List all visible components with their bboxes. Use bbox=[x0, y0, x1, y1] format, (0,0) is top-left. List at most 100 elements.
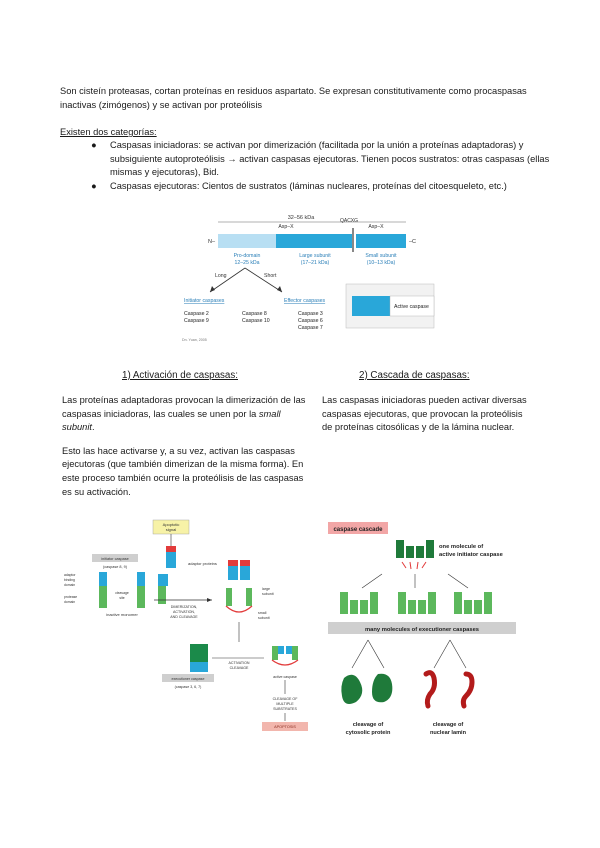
initiator-caspases-label: Initiator caspases bbox=[184, 298, 225, 304]
cytosolic-protein-fragment bbox=[341, 674, 363, 704]
effector-caspase-item: Caspase 3 bbox=[298, 311, 323, 317]
adaptor-proteins-label: adaptor proteins bbox=[188, 561, 217, 566]
nuclear-cleavage-label: nuclear lamin bbox=[430, 730, 467, 736]
cytosolic-cleavage-label: cleavage of bbox=[353, 722, 384, 728]
activation-paragraph-2: Esto las hace activarse y, a su vez, act… bbox=[62, 445, 304, 497]
dimerization-label: ACTIVATION, bbox=[173, 610, 195, 614]
protease-domain-label: protease bbox=[64, 595, 77, 599]
apoptotic-signal-label: signal bbox=[166, 527, 177, 532]
adaptor-domain-label: adaptor bbox=[64, 573, 76, 577]
prodomain-label: Pro-domain bbox=[234, 253, 261, 259]
short-arrow bbox=[244, 267, 283, 293]
active-caspase-label: Active caspase bbox=[394, 304, 429, 310]
asp-x-label: Asp–X bbox=[278, 224, 294, 230]
initiator-caspase-item: Caspase 8 bbox=[242, 311, 267, 317]
cascade-paragraph: Las caspasas iniciadoras pueden activar … bbox=[322, 395, 527, 433]
large-subunit-size: (17–21 kDa) bbox=[301, 260, 330, 266]
long-label: Long bbox=[215, 273, 227, 279]
c-terminus-label: –C bbox=[409, 239, 416, 245]
apoptosis-label: APOPTOSIS bbox=[274, 725, 296, 729]
dimerization-label: DIMERIZATION, bbox=[171, 605, 198, 609]
caspase-activation-figure: Apoptotic signal adaptor proteins initia… bbox=[64, 519, 308, 731]
executioner-caspase-label: executioner caspase bbox=[172, 677, 205, 681]
activation-text: Las proteínas adaptadoras provocan la di… bbox=[62, 394, 310, 509]
list-item-text: Caspasas iniciadoras: se activan por dim… bbox=[110, 140, 550, 178]
executioner-caspase-dimer bbox=[454, 592, 492, 614]
initiator-caspase-label: initiator caspase bbox=[101, 557, 128, 561]
activation-paragraph-1: Las proteínas adaptadoras provocan la di… bbox=[62, 395, 306, 433]
list-item-text: Caspasas ejecutoras: Cientos de sustrato… bbox=[110, 180, 507, 191]
initiator-caspase-box bbox=[92, 554, 138, 562]
initiator-caspase-item: Caspase 9 bbox=[184, 318, 209, 324]
intro-paragraph: Son cisteín proteasas, cortan proteínas … bbox=[60, 86, 527, 110]
many-molecules-label: many molecules of executioner caspases bbox=[365, 627, 479, 633]
categories-list: ● Caspasas iniciadoras: se activan por d… bbox=[60, 139, 560, 193]
large-subunit-label: large bbox=[262, 587, 270, 591]
large-subunit-label: Large subunit bbox=[299, 253, 331, 259]
executioner-caspase-sub: (caspase 3, 6, 7) bbox=[175, 685, 202, 689]
prodomain-segment bbox=[218, 234, 276, 248]
small-subunit-label: subunit bbox=[258, 616, 270, 620]
inactive-monomer-label: inactive monomer bbox=[106, 612, 138, 617]
figure-credit: Dn. Yuan, 2005 bbox=[182, 338, 207, 342]
small-subunit-segment bbox=[356, 234, 406, 248]
short-label: Short bbox=[264, 273, 277, 279]
executioner-caspase-box bbox=[162, 674, 214, 682]
section-title-activation: 1) Activación de caspasas: bbox=[122, 370, 238, 381]
cleavage-substrates-label: MULTIPLE bbox=[276, 702, 294, 706]
initiator-caspase-sub: (caspase 8, 9) bbox=[103, 565, 128, 569]
effector-caspase-item: Caspase 6 bbox=[298, 318, 323, 324]
bullet-icon: ● bbox=[91, 180, 97, 191]
effector-caspases-label: Effector caspases bbox=[284, 298, 326, 304]
small-subunit-label: Small subunit bbox=[365, 253, 397, 259]
adaptor-domain-label: binding bbox=[64, 578, 75, 582]
cascade-title-box bbox=[328, 522, 388, 534]
apoptosis-box bbox=[262, 722, 308, 731]
nuclear-cleavage-label: cleavage of bbox=[433, 722, 464, 728]
one-molecule-label: one molecule of bbox=[439, 544, 483, 550]
cascade-text: Las caspasas iniciadoras pueden activar … bbox=[322, 394, 532, 445]
prodomain-size: 12–25 kDa bbox=[234, 260, 259, 266]
asp-x-label: Asp–X bbox=[368, 224, 384, 230]
nuclear-lamin-fragment bbox=[460, 671, 475, 709]
n-terminus-label: N– bbox=[208, 239, 216, 245]
bullet-icon: ● bbox=[91, 140, 97, 150]
small-subunit-label: small bbox=[258, 611, 267, 615]
large-subunit-segment bbox=[276, 234, 354, 248]
cleavage-substrates-label: CLEAVAGE OF bbox=[273, 697, 299, 701]
size-label: 32–56 kDa bbox=[288, 215, 316, 221]
list-item: ● Caspasas ejecutoras: Cientos de sustra… bbox=[60, 180, 560, 194]
cleavage-substrates-label: SUBSTRATES bbox=[273, 707, 297, 711]
active-caspase-label: active caspase bbox=[273, 675, 297, 679]
section-title-cascade: 2) Cascada de caspasas: bbox=[359, 370, 470, 381]
apoptotic-signal-label: Apoptotic bbox=[163, 522, 180, 527]
protease-domain-label: domain bbox=[64, 600, 75, 604]
cytosolic-cleavage-label: cytosolic protein bbox=[346, 730, 391, 736]
large-subunit-label: subunit bbox=[262, 592, 274, 596]
caspase-structure-figure: 32–56 kDa N– –C Asp–X QACXG Asp–X Pro-do… bbox=[170, 210, 440, 345]
cleavage-site-label: cleavage bbox=[115, 591, 129, 595]
caspase-cascade-figure: caspase cascade one molecule of active i… bbox=[322, 518, 522, 746]
small-subunit-term: small subunit bbox=[62, 408, 281, 433]
dimerization-label: AND CLEAVAGE bbox=[170, 615, 198, 619]
executioner-caspase-dimer bbox=[340, 592, 378, 614]
activation-cleavage-label: CLEAVAGE bbox=[230, 666, 249, 670]
adaptor-domain-label: domain bbox=[64, 583, 75, 587]
qacxg-label: QACXG bbox=[340, 218, 358, 224]
initiator-caspase-item: Caspase 10 bbox=[242, 318, 270, 324]
list-item: ● Caspasas iniciadoras: se activan por d… bbox=[60, 139, 560, 180]
long-arrow bbox=[209, 267, 246, 293]
effector-caspase-item: Caspase 7 bbox=[298, 325, 323, 331]
executioner-caspase-dimer bbox=[398, 592, 436, 614]
initiator-caspase-item: Caspase 2 bbox=[184, 311, 209, 317]
nuclear-lamin-fragment bbox=[423, 670, 437, 709]
initiator-caspase-dimer bbox=[396, 540, 434, 558]
cascade-title: caspase cascade bbox=[333, 527, 383, 533]
many-molecules-box bbox=[328, 622, 516, 634]
cleavage-site-label: site bbox=[119, 596, 124, 600]
activation-cleavage-label: ACTIVATION bbox=[228, 661, 249, 665]
small-subunit-size: (10–13 kDa) bbox=[367, 260, 396, 266]
one-molecule-label: active initiator caspase bbox=[439, 552, 504, 558]
categories-heading: Existen dos categorías: bbox=[60, 127, 157, 137]
cytosolic-protein-fragment bbox=[372, 673, 393, 703]
